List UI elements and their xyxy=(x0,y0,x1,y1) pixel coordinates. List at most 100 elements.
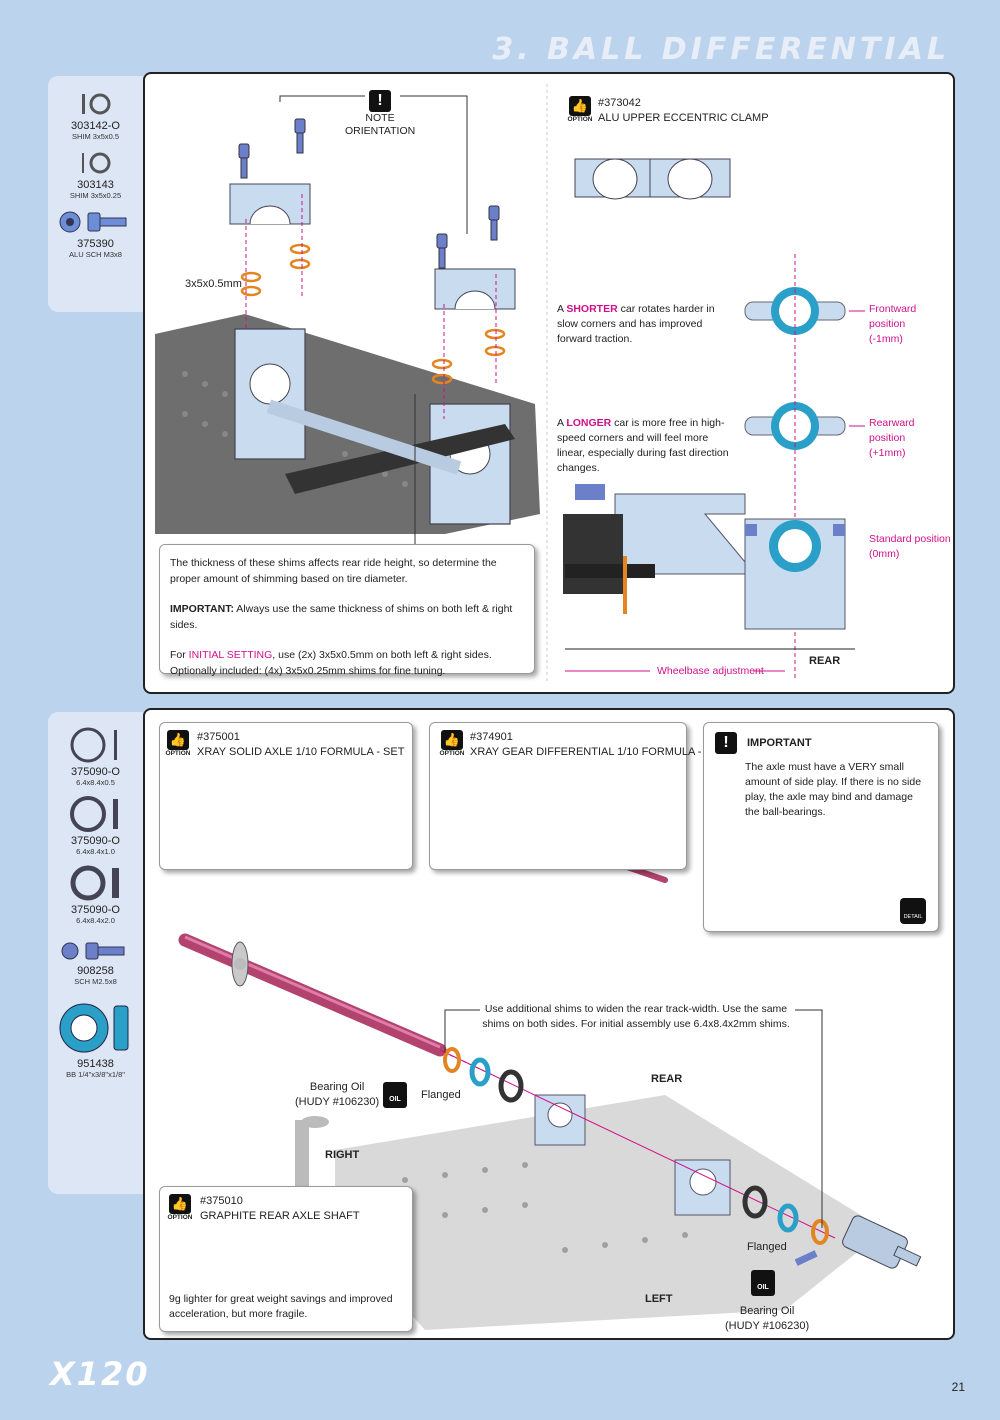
part-desc: 6.4x8.4x1.0 xyxy=(76,847,115,856)
position-label: Frontward position xyxy=(869,303,917,330)
option-icon: 👍OPTION xyxy=(165,1194,195,1221)
note-orientation-label: NOTE ORIENTATION xyxy=(345,112,416,137)
hudy-number: (HUDY #106230) xyxy=(725,1320,810,1332)
bearing-icon xyxy=(59,1003,128,1053)
option-icon: 👍OPTION xyxy=(437,730,467,757)
shim-size-label: 3x5x0.5mm xyxy=(185,278,242,290)
shim-note-p3: For INITIAL SETTING, use (2x) 3x5x0.5mm … xyxy=(170,647,524,663)
part-desc: SCH M2.5x8 xyxy=(74,977,117,986)
oil-icon: OIL xyxy=(751,1270,775,1296)
parts-column-top: 303142-O SHIM 3x5x0.5 303143 SHIM 3x5x0.… xyxy=(48,76,143,312)
shim-icon xyxy=(69,796,118,832)
warning-icon: ! xyxy=(369,90,391,112)
flanged-label-right: Flanged xyxy=(747,1241,787,1253)
wheelbase-label: Wheelbase adjustment xyxy=(657,665,764,677)
shim-icon xyxy=(81,93,110,115)
thumbs-up-icon: 👍 xyxy=(569,96,591,116)
footer-logo: X120 xyxy=(50,1355,150,1393)
position-value: (-1mm) xyxy=(869,333,903,345)
note-orientation: ! NOTE ORIENTATION xyxy=(345,90,415,138)
part-item: 303143 SHIM 3x5x0.25 xyxy=(48,149,143,200)
shim-icon xyxy=(70,727,117,763)
longer-body: car is more free in high-speed corners a… xyxy=(557,417,729,474)
frontward-position-label: Frontward position (-1mm) xyxy=(869,302,953,347)
shorter-highlight: SHORTER xyxy=(566,303,618,315)
longer-highlight: LONGER xyxy=(566,417,612,429)
option-graphite-axle-box xyxy=(159,1186,413,1332)
part-desc: SHIM 3x5x0.5 xyxy=(71,132,120,141)
thumbs-up-icon: 👍 xyxy=(169,1194,191,1214)
shim-note-p2-text: Always use the same thickness of shims o… xyxy=(170,603,513,631)
right-label: RIGHT xyxy=(325,1149,360,1161)
shim-icon xyxy=(70,865,119,901)
option-badge: OPTION xyxy=(167,1214,193,1221)
option-icon: 👍OPTION xyxy=(565,96,595,123)
part-item: 375090-O 6.4x8.4x0.5 xyxy=(48,726,143,787)
important-label: IMPORTANT: xyxy=(170,603,234,615)
position-value: (0mm) xyxy=(869,548,900,560)
shim-note-p2: IMPORTANT: Always use the same thickness… xyxy=(170,601,524,633)
rear-label: REAR xyxy=(809,655,841,667)
option-solid-axle-box xyxy=(159,722,413,870)
position-value: (+1mm) xyxy=(869,447,906,459)
option-badge: OPTION xyxy=(567,116,593,123)
page-number: 21 xyxy=(951,1380,965,1394)
bearing-oil-label: Bearing Oil xyxy=(739,1305,795,1317)
part-item: 375390 ALU SCH M3x8 xyxy=(48,208,143,259)
part-item: 951438 BB 1/4"x3/8"x1/8" xyxy=(48,1000,143,1079)
part-item: 303142-O SHIM 3x5x0.5 xyxy=(48,90,143,141)
bearing-oil-left: Bearing Oil (HUDY #106230) xyxy=(295,1080,379,1110)
option-part-number: #375001 xyxy=(197,731,240,743)
standard-position-label: Standard position (0mm) xyxy=(869,532,951,562)
top-illustration xyxy=(155,84,865,684)
part-code: 303142-O xyxy=(71,120,120,132)
part-code: 908258 xyxy=(77,965,114,977)
option-part-name: GRAPHITE REAR AXLE SHAFT xyxy=(200,1210,360,1222)
part-item: 375090-O 6.4x8.4x2.0 xyxy=(48,864,143,925)
shorter-text: A SHORTER car rotates harder in slow cor… xyxy=(557,302,737,347)
shim-info-box: The thickness of these shims affects rea… xyxy=(159,544,535,677)
option-part-number: #373042 xyxy=(598,97,641,109)
part-code: 303143 xyxy=(77,179,114,191)
important-text: The axle must have a VERY small amount o… xyxy=(745,761,922,818)
shim-note-p3-pre: For xyxy=(170,649,189,661)
part-code: 951438 xyxy=(77,1058,114,1070)
hudy-number: (HUDY #106230) xyxy=(295,1096,380,1108)
parts-column-bottom: 375090-O 6.4x8.4x0.5 375090-O 6.4x8.4x1.… xyxy=(48,712,143,1194)
flanged-label-left: Flanged xyxy=(421,1089,461,1101)
thumbs-up-icon: 👍 xyxy=(441,730,463,750)
part-code: 375390 xyxy=(77,238,114,250)
position-label: Rearward position xyxy=(869,417,915,444)
top-panel: ! NOTE ORIENTATION 3x5x0.5mm The thickne… xyxy=(143,72,955,694)
left-label: LEFT xyxy=(645,1293,673,1305)
option-icon: 👍OPTION xyxy=(163,730,193,757)
bearing-oil-right: Bearing Oil (HUDY #106230) xyxy=(725,1304,809,1334)
shim-note-p3-text: , use (2x) 3x5x0.5mm on both left & righ… xyxy=(272,649,492,661)
rear-label: REAR xyxy=(651,1073,683,1085)
part-desc: SHIM 3x5x0.25 xyxy=(69,191,122,200)
part-desc: 6.4x8.4x0.5 xyxy=(76,778,115,787)
initial-setting-label: INITIAL SETTING xyxy=(188,649,273,661)
bearing-oil-label: Bearing Oil xyxy=(309,1081,365,1093)
part-code: 375090-O xyxy=(71,904,120,916)
detail-magnifier-icon: DETAIL xyxy=(900,898,926,924)
longer-pre: A xyxy=(557,417,567,429)
option-gear-diff-box xyxy=(429,722,687,870)
oil-icon: OIL xyxy=(383,1082,407,1108)
thumbs-up-icon: 👍 xyxy=(167,730,189,750)
part-code: 375090-O xyxy=(71,766,120,778)
option-part-name: XRAY GEAR DIFFERENTIAL 1/10 FORMULA - SE… xyxy=(470,746,726,758)
shim-note-p4: Optionally included: (4x) 3x5x0.25mm shi… xyxy=(170,665,446,677)
option-graphite-axle-text: 9g lighter for great weight savings and … xyxy=(169,1293,393,1320)
screw-icon xyxy=(61,942,124,960)
shim-note-p1: The thickness of these shims affects rea… xyxy=(170,557,497,585)
part-desc: 6.4x8.4x2.0 xyxy=(76,916,115,925)
option-part-name: ALU UPPER ECCENTRIC CLAMP xyxy=(598,112,769,124)
page-title: 3. BALL DIFFERENTIAL xyxy=(492,32,950,67)
shorter-pre: A xyxy=(557,303,567,315)
position-label: Standard position xyxy=(869,533,951,545)
option-badge: OPTION xyxy=(439,750,465,757)
